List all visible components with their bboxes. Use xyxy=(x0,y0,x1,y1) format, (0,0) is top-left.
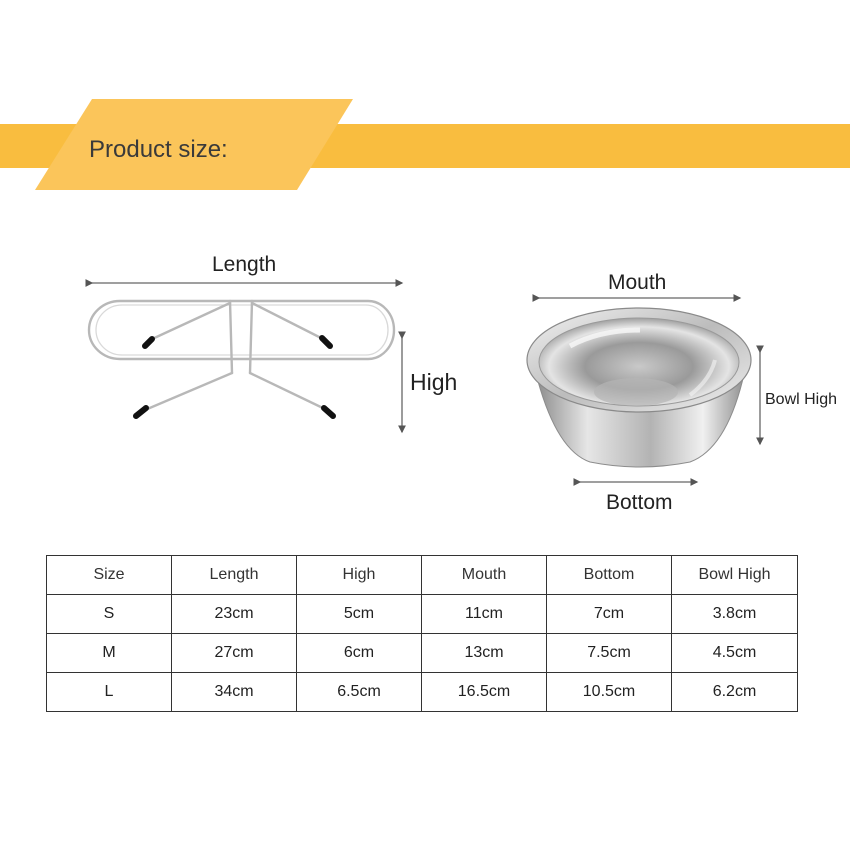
header-mouth: Mouth xyxy=(421,555,547,595)
bowl-high-label: Bowl High xyxy=(765,391,838,408)
table-row: S 23cm 5cm 11cm 7cm 3.8cm xyxy=(46,594,798,634)
cell-size: S xyxy=(46,594,172,634)
cell-size: L xyxy=(46,672,172,712)
header-size: Size xyxy=(46,555,172,595)
size-table: Size Length High Mouth Bottom Bowl High … xyxy=(46,555,798,712)
rubber-feet xyxy=(133,335,336,419)
cell-length: 34cm xyxy=(171,672,297,712)
header-high: High xyxy=(296,555,422,595)
cell-high: 6.5cm xyxy=(296,672,422,712)
banner-title: Product size: xyxy=(89,136,228,163)
table-header-row: Size Length High Mouth Bottom Bowl High xyxy=(46,555,798,595)
bottom-label: Bottom xyxy=(606,491,673,514)
cell-high: 5cm xyxy=(296,594,422,634)
banner-tab xyxy=(35,99,353,190)
table-row: L 34cm 6.5cm 16.5cm 10.5cm 6.2cm xyxy=(46,672,798,712)
cell-bowl-high: 4.5cm xyxy=(671,633,798,673)
cell-bottom: 7.5cm xyxy=(546,633,672,673)
cell-bowl-high: 3.8cm xyxy=(671,594,798,634)
high-label: High xyxy=(410,369,458,395)
mouth-label: Mouth xyxy=(608,271,667,294)
product-illustration xyxy=(85,279,764,486)
header-length: Length xyxy=(171,555,297,595)
length-label: Length xyxy=(212,253,277,276)
table-row: M 27cm 6cm 13cm 7.5cm 4.5cm xyxy=(46,633,798,673)
wire-stand xyxy=(87,299,396,412)
cell-mouth: 13cm xyxy=(421,633,547,673)
cell-length: 23cm xyxy=(171,594,297,634)
cell-bottom: 10.5cm xyxy=(546,672,672,712)
cell-bottom: 7cm xyxy=(546,594,672,634)
cell-mouth: 11cm xyxy=(421,594,547,634)
header-bottom: Bottom xyxy=(546,555,672,595)
header-bowl-high: Bowl High xyxy=(671,555,798,595)
cell-size: M xyxy=(46,633,172,673)
cell-bowl-high: 6.2cm xyxy=(671,672,798,712)
cell-high: 6cm xyxy=(296,633,422,673)
steel-bowl xyxy=(526,307,752,468)
cell-length: 27cm xyxy=(171,633,297,673)
product-size-banner xyxy=(0,99,850,190)
cell-mouth: 16.5cm xyxy=(421,672,547,712)
